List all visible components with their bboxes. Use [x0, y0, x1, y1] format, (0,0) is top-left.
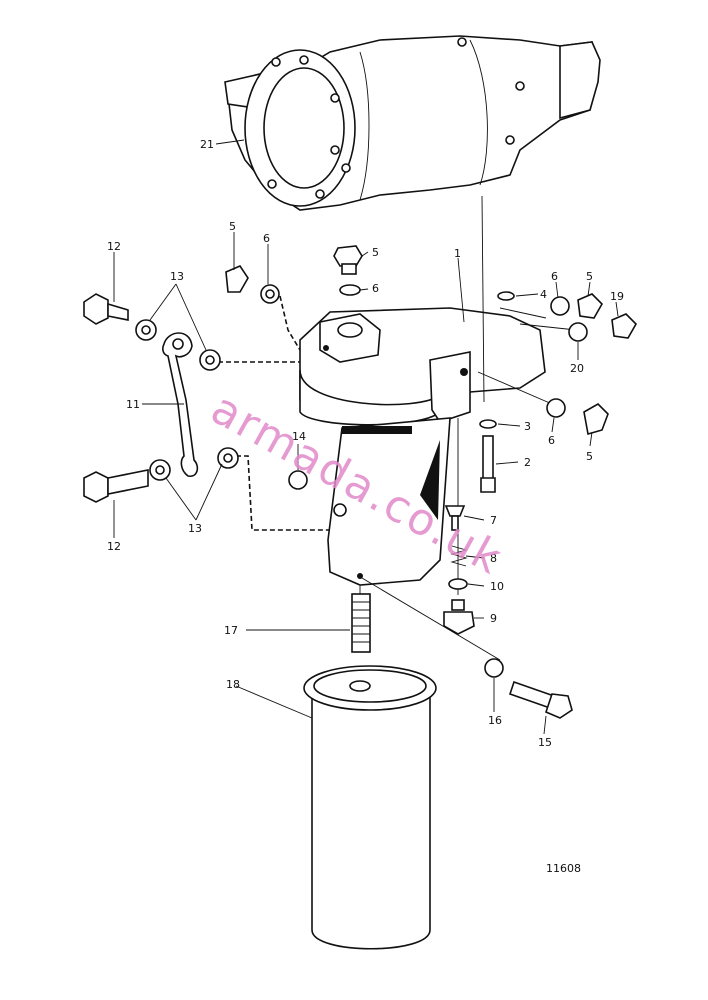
part-5-bolt-top [333, 245, 363, 275]
part-4-ring [497, 291, 515, 301]
callout-12-lower: 12 [107, 540, 121, 553]
callout-5-right-lower: 5 [586, 450, 593, 463]
callout-3: 3 [524, 420, 531, 433]
part-21-pump-housing [224, 35, 601, 211]
callout-14: 14 [292, 430, 306, 443]
callout-6-left: 6 [263, 232, 270, 245]
part-12-banjo-bolt-upper [83, 293, 129, 325]
part-3-washer [479, 419, 497, 429]
callout-19: 19 [610, 290, 624, 303]
part-7-valve [444, 505, 466, 531]
callout-6-top: 6 [372, 282, 379, 295]
callout-4: 4 [540, 288, 547, 301]
callout-12-upper: 12 [107, 240, 121, 253]
callout-5-top: 5 [372, 246, 379, 259]
part-17-nipple [351, 593, 371, 653]
part-16-washer [484, 658, 504, 678]
part-2-bolt [480, 435, 496, 493]
callout-15: 15 [538, 736, 552, 749]
callout-17: 17 [224, 624, 238, 637]
callout-6-right-upper: 6 [551, 270, 558, 283]
callout-18: 18 [226, 678, 240, 691]
part-19-plug [611, 313, 637, 339]
callout-2: 2 [524, 456, 531, 469]
callout-16: 16 [488, 714, 502, 727]
part-6-washer-top [339, 284, 361, 296]
figure-number: 11608 [546, 862, 581, 875]
callout-labels: 21 1 5 6 5 6 12 13 11 12 13 14 4 6 5 19 … [107, 138, 624, 749]
part-9-plug [443, 599, 475, 635]
callout-1: 1 [454, 247, 461, 260]
callout-20: 20 [570, 362, 584, 375]
part-13-washers-upper [135, 319, 221, 371]
part-12-banjo-bolt-lower [83, 469, 149, 503]
part-20-washer [568, 322, 588, 342]
part-5-bolt-right-lower [583, 403, 609, 436]
callout-21: 21 [200, 138, 214, 151]
callout-8: 8 [490, 552, 497, 565]
part-18-oil-filter [303, 665, 437, 950]
part-6-washer-right-lower [546, 398, 566, 418]
part-15-bolt [508, 680, 573, 719]
callout-10: 10 [490, 580, 504, 593]
part-8-spring [450, 545, 468, 567]
part-6-washer-right-upper [550, 296, 570, 316]
part-13-washers-lower [149, 447, 239, 481]
callout-7: 7 [490, 514, 497, 527]
dashed-guide-lines [218, 295, 330, 531]
part-1-filter-head [299, 307, 546, 586]
part-5-bolt-right-upper [577, 293, 603, 319]
part-10-washer [448, 578, 468, 590]
callout-leaders [113, 139, 619, 735]
part-5-bolt-left [225, 265, 249, 293]
callout-13-lower: 13 [188, 522, 202, 535]
part-14-seal-ring [288, 470, 308, 490]
callout-5-right-upper: 5 [586, 270, 593, 283]
callout-11: 11 [126, 398, 140, 411]
callout-5-left: 5 [229, 220, 236, 233]
callout-13-upper: 13 [170, 270, 184, 283]
callout-6-right-lower: 6 [548, 434, 555, 447]
part-11-oil-pipe [162, 332, 199, 477]
callout-9: 9 [490, 612, 497, 625]
